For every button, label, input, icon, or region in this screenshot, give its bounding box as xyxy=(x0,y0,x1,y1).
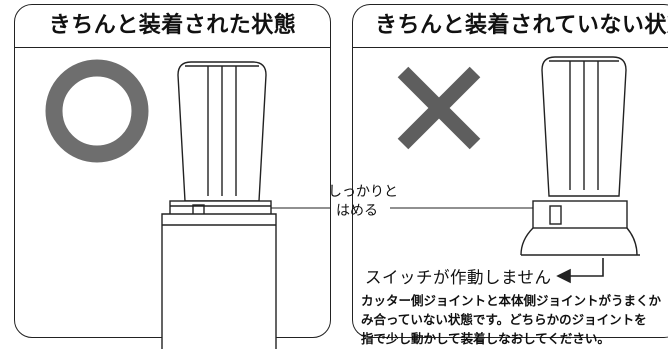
fix-instructions-line-3: 指で少し動かして装着しなおしてください。 xyxy=(361,331,610,346)
switch-not-working-note: スイッチが作動しません xyxy=(365,268,552,287)
incorrect-attachment-title: きちんと装着されていない状態 xyxy=(353,5,668,48)
fix-instructions-line-2: み合っていない状態です。どちらかのジョイントを xyxy=(361,312,647,327)
firm-fit-line-2: はめる xyxy=(336,203,378,219)
fix-instructions: カッター側ジョイントと本体側ジョイントがうまくか み合っていない状態です。どちら… xyxy=(361,291,668,348)
firm-fit-annotation: しっかりと はめる xyxy=(328,183,398,221)
correct-attachment-panel: きちんと装着された状態 xyxy=(14,4,331,338)
correct-attachment-title: きちんと装着された状態 xyxy=(15,5,330,48)
firm-fit-line-1: しっかりと xyxy=(328,184,398,200)
fix-instructions-line-1: カッター側ジョイントと本体側ジョイントがうまくか xyxy=(361,293,662,308)
